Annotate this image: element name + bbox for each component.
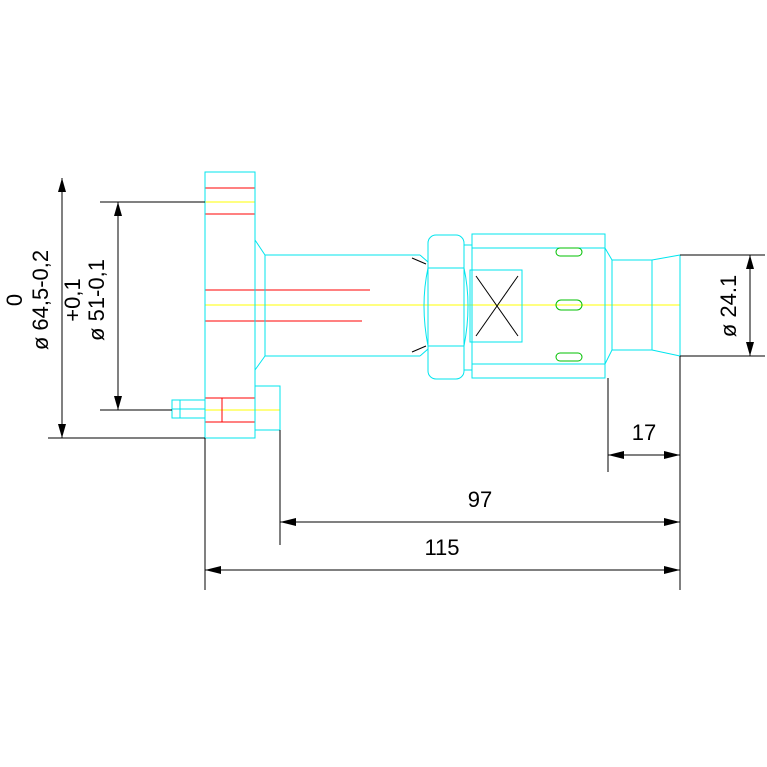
hidden-lines <box>205 187 370 423</box>
dim-tip-diameter: ø 24.1 <box>716 275 741 337</box>
dim-body-length: 97 <box>468 487 492 512</box>
dim-tip-length: 17 <box>632 420 656 445</box>
part-outline <box>171 171 681 439</box>
window-cross <box>475 275 519 337</box>
dim-outer-diameter: ø 64,5-0,2 <box>28 250 53 350</box>
dim-inner-diameter: ø 51-0,1 <box>84 259 109 341</box>
arrowheads <box>58 178 754 574</box>
thread-ticks <box>411 257 427 353</box>
dim-total-length: 115 <box>424 535 459 560</box>
dim-inner-tolerance: +0,1 <box>60 278 85 321</box>
housing-slots <box>555 247 583 362</box>
centerlines <box>205 201 680 411</box>
dimension-lines <box>48 178 765 590</box>
dim-outer-tolerance: 0 <box>2 294 27 306</box>
